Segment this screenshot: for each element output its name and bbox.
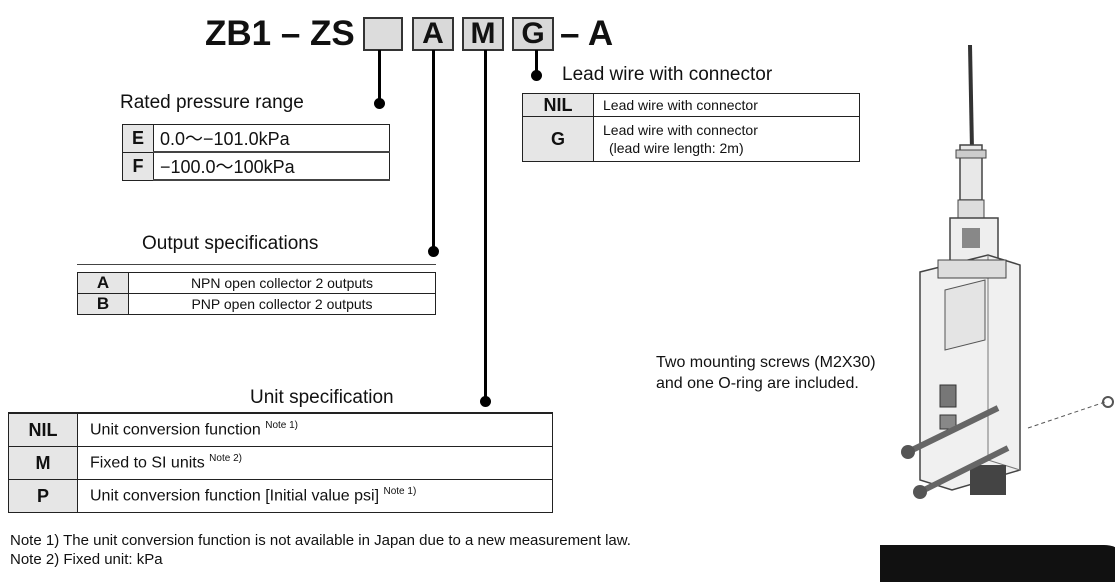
lead-desc: Lead wire with connector [593, 93, 860, 117]
lead-connector-dot [531, 70, 542, 81]
table-row: B PNP open collector 2 outputs [77, 293, 436, 315]
unit-connector-dot [480, 396, 491, 407]
pressure-code: E [122, 124, 154, 153]
unit-code: M [8, 446, 78, 480]
output-code: B [77, 293, 129, 315]
pressure-desc: 0.0～−101.0kPa [153, 124, 390, 153]
unit-note-ref: Note 1) [383, 486, 417, 498]
pressure-connector-line [378, 50, 381, 103]
footnote-1: Note 1) The unit conversion function is … [10, 532, 631, 549]
unit-desc: Unit conversion function [Initial value … [90, 487, 380, 505]
output-connector-dot [428, 246, 439, 257]
lead-desc: Lead wire with connector [603, 122, 758, 138]
unit-code: NIL [8, 412, 78, 447]
screw-icon [901, 405, 1010, 499]
unit-spec-box: M [462, 17, 504, 51]
lead-code: G [522, 116, 594, 162]
accessory-note: Two mounting screws (M2X30) and one O-ri… [656, 352, 876, 394]
lead-code: NIL [522, 93, 594, 117]
unit-spec-table: NIL Unit conversion function Note 1) M F… [8, 412, 553, 513]
table-row: E 0.0～−101.0kPa [122, 124, 390, 153]
output-spec-table: A NPN open collector 2 outputs B PNP ope… [77, 272, 436, 315]
pressure-range-box [363, 17, 403, 51]
pressure-code: F [122, 151, 154, 181]
table-row: NIL Unit conversion function Note 1) [8, 412, 553, 447]
output-spec-box: A [412, 17, 454, 51]
footnote-2: Note 2) Fixed unit: kPa [10, 551, 163, 568]
footnotes: Note 1) The unit conversion function is … [10, 531, 631, 569]
table-row: NIL Lead wire with connector [522, 93, 860, 117]
lead-wire-box: G [512, 17, 554, 51]
unit-desc: Fixed to SI units [90, 454, 205, 472]
lead-connector-line [535, 50, 538, 74]
lead-desc-length: (lead wire length: 2m) [609, 140, 744, 156]
table-row: F −100.0～100kPa [122, 151, 390, 181]
unit-connector-line [484, 50, 487, 402]
lead-wire-title: Lead wire with connector [562, 64, 773, 85]
rated-pressure-table: E 0.0～−101.0kPa F −100.0～100kPa [122, 124, 390, 181]
output-top-rule [77, 264, 436, 265]
lead-wire-table: NIL Lead wire with connector G Lead wire… [522, 93, 860, 162]
table-row: M Fixed to SI units Note 2) [8, 446, 553, 480]
model-code-prefix: ZB1 – ZS [205, 14, 355, 53]
pressure-desc: −100.0～100kPa [153, 151, 390, 181]
output-connector-line [432, 50, 435, 252]
unit-note-ref: Note 1) [265, 420, 299, 432]
unit-spec-title: Unit specification [250, 387, 394, 408]
accessory-note-line1: Two mounting screws (M2X30) [656, 354, 876, 371]
rated-pressure-title: Rated pressure range [120, 92, 304, 113]
accessory-note-line2: and one O-ring are included. [656, 375, 859, 392]
table-row: G Lead wire with connector (lead wire le… [522, 116, 860, 162]
pressure-switch-illustration [880, 44, 1115, 582]
unit-note-ref: Note 2) [209, 453, 242, 465]
table-row: P Unit conversion function [Initial valu… [8, 479, 553, 513]
output-spec-title: Output specifications [142, 233, 319, 254]
output-code: A [77, 272, 129, 294]
model-code-suffix: – A [560, 14, 614, 53]
output-desc: NPN open collector 2 outputs [128, 272, 436, 294]
unit-code: P [8, 479, 78, 513]
pressure-connector-dot [374, 98, 385, 109]
output-desc: PNP open collector 2 outputs [128, 293, 436, 315]
table-row: A NPN open collector 2 outputs [77, 272, 436, 294]
unit-desc: Unit conversion function [90, 421, 261, 439]
